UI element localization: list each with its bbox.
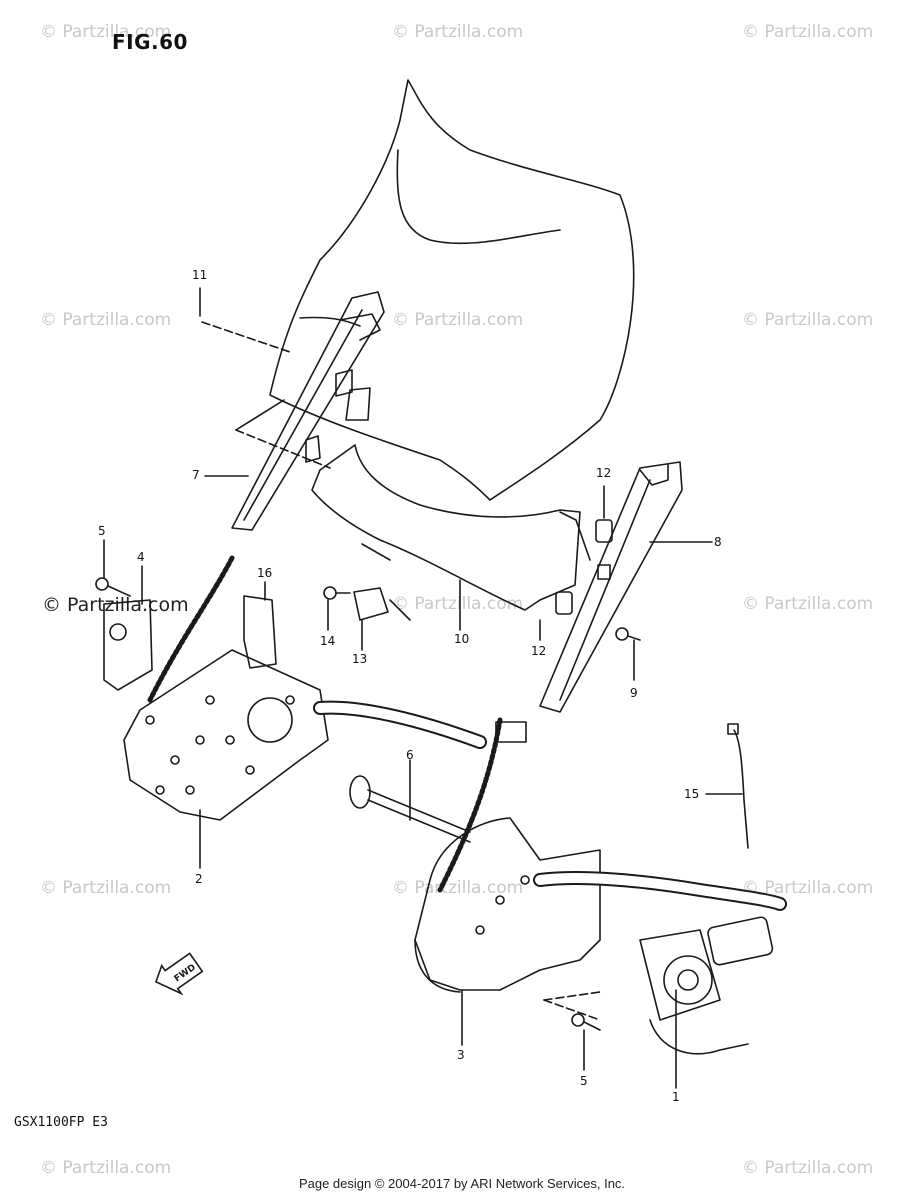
callout-8[interactable]: 8 xyxy=(714,535,722,549)
drive-shaft xyxy=(349,775,471,843)
callout-15[interactable]: 15 xyxy=(684,787,700,801)
lower-frame xyxy=(311,444,591,611)
bracket-13 xyxy=(353,587,389,621)
clip xyxy=(335,369,353,397)
callout-11[interactable]: 11 xyxy=(192,268,208,282)
model-code: GSX1100FP E3 xyxy=(14,1115,108,1130)
watermark: © Partzilla.com xyxy=(392,878,524,898)
watermark: © Partzilla.com xyxy=(742,310,874,330)
callout-12-lower[interactable]: 12 xyxy=(531,644,547,658)
callout-4[interactable]: 4 xyxy=(137,550,145,564)
callout-5-lower[interactable]: 5 xyxy=(580,1074,588,1088)
callout-2[interactable]: 2 xyxy=(195,872,203,886)
footer-copyright: Page design © 2004-2017 by ARI Network S… xyxy=(298,1176,626,1191)
motor xyxy=(639,916,774,1055)
chain-clip xyxy=(495,721,527,743)
callout-13[interactable]: 13 xyxy=(352,652,368,666)
windscreen xyxy=(269,79,635,501)
watermark: © Partzilla.com xyxy=(40,310,172,330)
figure-title: FIG.60 xyxy=(112,30,188,54)
fwd-arrow-icon: FWD xyxy=(154,952,204,996)
rail-right xyxy=(539,461,683,713)
gear-plate-left xyxy=(123,649,329,821)
watermark: © Partzilla.com xyxy=(40,22,172,42)
bolt-5-lower xyxy=(571,1013,585,1027)
callout-1[interactable]: 1 xyxy=(672,1090,680,1104)
clamp xyxy=(595,519,613,543)
watermark: © Partzilla.com xyxy=(392,310,524,330)
watermark: © Partzilla.com xyxy=(742,594,874,614)
watermark: © Partzilla.com xyxy=(742,1158,874,1178)
cable-tie xyxy=(733,729,749,849)
callout-12-upper[interactable]: 12 xyxy=(596,466,612,480)
gear-plate-right xyxy=(414,817,601,993)
callout-16[interactable]: 16 xyxy=(257,566,273,580)
watermark: © Partzilla.com xyxy=(742,22,874,42)
watermark: © Partzilla.com xyxy=(392,22,524,42)
callout-3[interactable]: 3 xyxy=(457,1048,465,1062)
bracket-16 xyxy=(243,595,277,669)
watermark: © Partzilla.com xyxy=(392,594,524,614)
rail-left xyxy=(231,291,385,531)
screw-14 xyxy=(323,586,337,600)
bolt-5 xyxy=(95,577,109,591)
callout-5[interactable]: 5 xyxy=(98,524,106,538)
watermark: © Partzilla.com xyxy=(742,878,874,898)
callout-6[interactable]: 6 xyxy=(406,748,414,762)
bracket-4 xyxy=(103,599,153,691)
callout-9[interactable]: 9 xyxy=(630,686,638,700)
callout-7[interactable]: 7 xyxy=(192,468,200,482)
watermark: © Partzilla.com xyxy=(40,1158,172,1178)
watermark-dark: © Partzilla.com xyxy=(42,594,189,616)
clamp xyxy=(555,591,573,615)
watermark: © Partzilla.com xyxy=(40,878,172,898)
callout-14[interactable]: 14 xyxy=(320,634,336,648)
chain-left xyxy=(147,555,235,703)
bolt-9 xyxy=(615,627,629,641)
callout-10[interactable]: 10 xyxy=(454,632,470,646)
